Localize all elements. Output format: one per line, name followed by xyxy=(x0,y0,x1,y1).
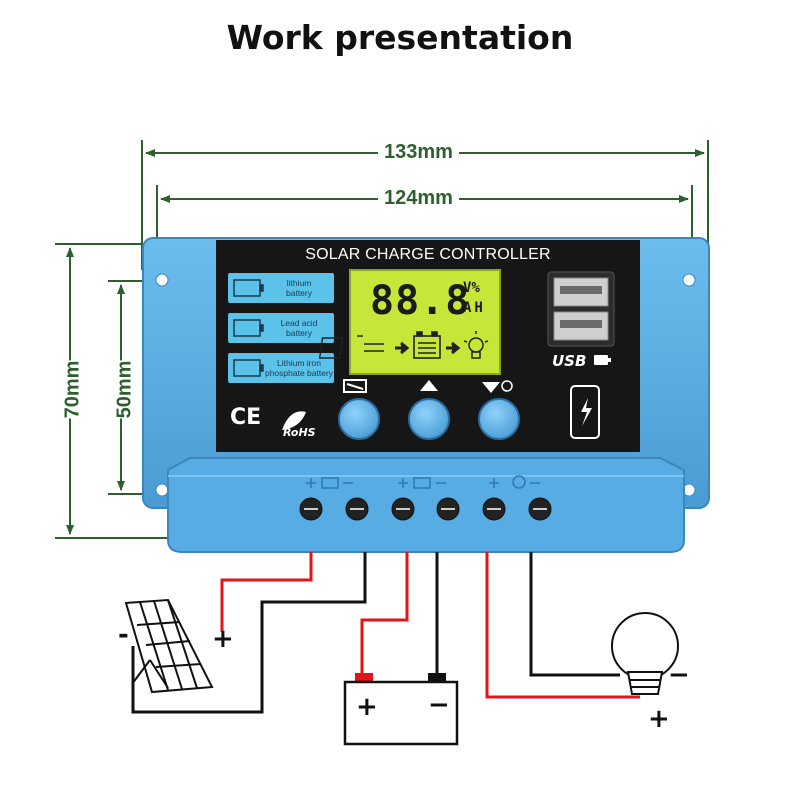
battery-type-line: battery xyxy=(286,288,312,298)
arrow-icon xyxy=(395,341,410,355)
battery-icon xyxy=(343,673,459,746)
battery-type-label: lithium battery xyxy=(264,278,334,298)
down-icon xyxy=(482,382,500,393)
solar-minus-mark: - xyxy=(118,620,129,650)
battery-type-label: Lithium iron phosphate battery xyxy=(262,358,336,378)
battery-type-line: battery xyxy=(286,328,312,338)
panel-heading: SOLAR CHARGE CONTROLLER xyxy=(305,246,551,263)
terminal-markings xyxy=(306,475,540,489)
rohs-mark: RoHS xyxy=(283,426,316,439)
light-icon xyxy=(501,380,513,392)
solar-panel-icon xyxy=(124,598,214,694)
usb-ports xyxy=(547,271,615,347)
menu-button[interactable] xyxy=(338,398,380,440)
menu-icon xyxy=(343,379,367,393)
battery-type-line: Lead acid xyxy=(280,318,318,328)
page-title: Work presentation xyxy=(226,18,574,57)
rohs-leaf-icon xyxy=(282,411,306,430)
control-buttons xyxy=(343,379,513,393)
solar-icon xyxy=(318,335,384,359)
solar-negative-wire xyxy=(131,552,367,714)
usb-label: USB xyxy=(552,352,587,370)
light-bulb-icon xyxy=(611,612,679,695)
battery-plus-mark: + xyxy=(356,692,378,722)
usb-battery-icon xyxy=(594,355,611,365)
battery-icon xyxy=(413,331,441,359)
solar-plus-mark: + xyxy=(212,624,234,654)
ce-mark: CE xyxy=(230,405,262,430)
battery-type-line: Lithium iron xyxy=(277,358,321,368)
battery-icon xyxy=(233,279,264,377)
lcd-digits: 88.8 xyxy=(370,278,471,324)
up-button[interactable] xyxy=(408,398,450,440)
dimension-panel-height: 50mm xyxy=(113,360,137,419)
load-positive-wire xyxy=(485,552,640,699)
battery-minus-mark: − xyxy=(428,690,450,720)
load-minus-mark: − xyxy=(668,660,690,690)
lcd-unit-top: V% xyxy=(463,280,480,296)
battery-type-line: phosphate battery xyxy=(264,368,334,378)
battery-type-list xyxy=(228,273,334,383)
lcd-screen xyxy=(318,269,501,375)
dimension-hole-width: 124mm xyxy=(378,187,459,210)
load-plus-mark: + xyxy=(648,704,670,734)
arrow-icon xyxy=(446,341,461,355)
phone-charge-icon xyxy=(570,385,600,439)
dimension-total-height: 70mm xyxy=(61,360,85,419)
dimension-total-width: 133mm xyxy=(378,141,459,164)
lcd-unit-bottom: AH xyxy=(463,300,486,316)
solar-positive-wire xyxy=(220,552,313,632)
battery-positive-wire xyxy=(360,552,409,676)
up-icon xyxy=(420,380,438,391)
terminal-screws xyxy=(299,497,552,521)
down-light-button[interactable] xyxy=(478,398,520,440)
load-negative-wire xyxy=(529,552,620,677)
bulb-icon xyxy=(463,331,489,359)
battery-type-line: lithium xyxy=(286,278,312,288)
battery-type-label: Lead acid battery xyxy=(264,318,334,338)
wiring xyxy=(131,552,640,714)
